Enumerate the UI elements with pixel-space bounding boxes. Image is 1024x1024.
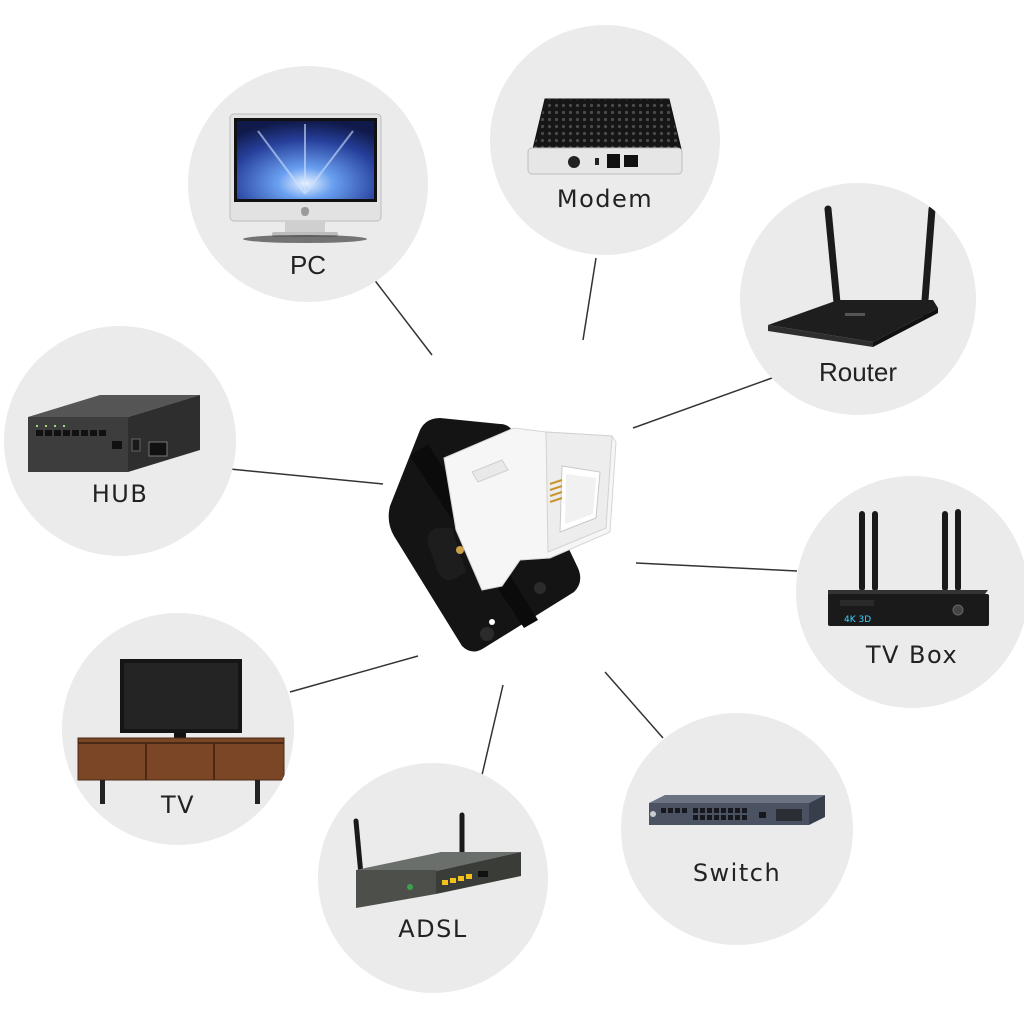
device-label-pc: PC	[289, 250, 327, 280]
network-switch-icon	[649, 795, 825, 825]
network-hub-icon	[28, 395, 200, 472]
tv-box-icon: 4K 3D	[828, 509, 989, 626]
connector-line-tv	[289, 655, 419, 693]
device-label-router: Router	[818, 357, 898, 387]
device-label-switch: Switch	[692, 859, 782, 887]
connector-line-pc	[372, 277, 433, 356]
device-label-tv: TV	[160, 791, 196, 819]
modem-icon	[527, 98, 683, 175]
device-label-adsl: ADSL	[398, 915, 468, 943]
connector-line-router	[632, 377, 773, 429]
rj45-keystone-jack	[380, 410, 650, 660]
connector-line-adsl	[481, 684, 504, 776]
connector-line-hub	[229, 468, 384, 485]
rj45-keystone-jack-icon	[388, 418, 617, 652]
desktop-monitor-icon	[229, 113, 382, 243]
adsl-router-icon	[353, 812, 521, 908]
device-tvbox: 4K 3D TV Box	[796, 476, 1024, 708]
device-switch: Switch	[621, 713, 853, 945]
device-hub: HUB	[4, 326, 236, 556]
television-icon	[77, 659, 285, 804]
connector-line-tvbox	[635, 562, 798, 572]
device-pc: PC	[188, 66, 428, 302]
device-router: Router	[740, 183, 976, 415]
connector-line-switch	[604, 671, 664, 739]
device-label-tvbox: TV Box	[865, 641, 959, 669]
connector-line-modem	[582, 257, 597, 341]
tv-box-screen-text: 4K 3D	[844, 615, 871, 625]
router-icon	[768, 205, 938, 347]
device-label-hub: HUB	[91, 480, 149, 508]
device-adsl: ADSL	[318, 763, 548, 993]
device-label-modem: Modem	[556, 185, 654, 213]
device-tv: TV	[62, 613, 294, 845]
device-modem: Modem	[490, 25, 720, 255]
